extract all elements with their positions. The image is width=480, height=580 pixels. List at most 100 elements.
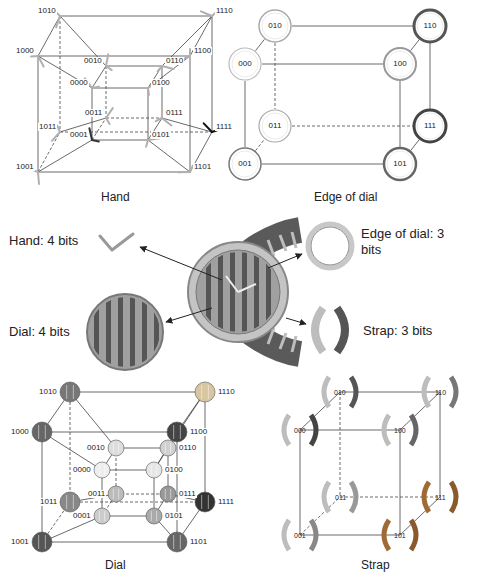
hypercube-edge bbox=[162, 66, 163, 118]
hypercube-edge bbox=[70, 392, 116, 448]
strap-glyph bbox=[324, 377, 329, 407]
vertex-label: 0000 bbox=[72, 466, 92, 474]
cube-edge bbox=[245, 81, 246, 147]
hypercube-edge bbox=[205, 392, 206, 502]
vertex-label: 1010 bbox=[38, 388, 58, 396]
strap-glyph bbox=[351, 482, 356, 512]
cube-edge bbox=[430, 43, 431, 109]
cube-edge bbox=[256, 139, 265, 150]
edge-ring-icon bbox=[311, 227, 349, 265]
vertex-label: 1101 bbox=[189, 538, 208, 546]
hand-glyph bbox=[92, 140, 99, 141]
dial-glyph bbox=[167, 532, 187, 552]
part-label: Hand: 4 bits bbox=[8, 233, 79, 249]
dial-edge-circle: 011 bbox=[257, 108, 293, 144]
vertex-label: 000 bbox=[293, 427, 307, 434]
dial-glyph-stripe bbox=[208, 495, 209, 509]
dial-glyph-stripe bbox=[104, 465, 105, 475]
hypercube-edge bbox=[162, 118, 212, 132]
hypercube-edge bbox=[38, 132, 60, 172]
circle-outline bbox=[232, 51, 258, 77]
dial-stripe bbox=[106, 290, 111, 374]
vertex-label: 100 bbox=[393, 60, 406, 68]
vertex-label: 0101 bbox=[164, 512, 184, 520]
strap-glyph bbox=[284, 520, 289, 550]
caption: Hand bbox=[100, 190, 131, 204]
vertex-label: 0011 bbox=[84, 109, 103, 117]
part-label: Edge of dial: 3 bits bbox=[360, 226, 462, 257]
cube-edge bbox=[300, 430, 301, 535]
dial-glyph-stripe bbox=[45, 535, 46, 549]
hand-glyph bbox=[56, 16, 60, 27]
dial-stripe bbox=[266, 250, 271, 340]
vertex-label: 1000 bbox=[10, 428, 30, 436]
dial-glyph-stripe bbox=[113, 443, 114, 453]
vertex-label: 110 bbox=[424, 22, 437, 30]
vertex-label: 111 bbox=[424, 122, 436, 130]
strap-glyph bbox=[411, 415, 416, 445]
hand-glyph bbox=[106, 108, 113, 118]
hand-glyph bbox=[162, 118, 171, 125]
cube-edge bbox=[400, 430, 401, 535]
hypercube-edge bbox=[212, 16, 213, 132]
hypercube-edge bbox=[70, 392, 205, 393]
dial-glyph-stripe bbox=[180, 425, 181, 439]
watch-case bbox=[188, 242, 288, 342]
hypercube-edge bbox=[162, 16, 212, 66]
vertex-label: 1110 bbox=[217, 388, 236, 396]
dial-glyph-stripe bbox=[151, 511, 152, 521]
hypercube-edge bbox=[42, 432, 43, 542]
strap-glyph bbox=[284, 415, 289, 445]
dial-glyph-stripe bbox=[170, 489, 171, 499]
dial-stripe bbox=[154, 290, 159, 374]
dial-edge-circle: 101 bbox=[382, 146, 418, 182]
vertex-label: 001 bbox=[293, 532, 307, 539]
dial-glyph-stripe bbox=[165, 489, 166, 499]
circle-outline bbox=[262, 13, 288, 39]
cube-edge bbox=[275, 43, 276, 109]
circle-outline bbox=[262, 113, 288, 139]
dial-glyph bbox=[32, 532, 52, 552]
hypercube-edge bbox=[190, 16, 212, 56]
dial-glyph bbox=[94, 462, 110, 478]
node-text-box: 100 bbox=[393, 60, 406, 68]
node-text-box: 011 bbox=[269, 122, 282, 130]
dial-glyph bbox=[146, 508, 162, 524]
hand-glyph bbox=[52, 132, 60, 141]
strap-glyph bbox=[311, 415, 316, 445]
dial-glyph-stripe bbox=[201, 385, 202, 399]
hand-glyph bbox=[89, 128, 92, 140]
circle-outline bbox=[232, 151, 258, 177]
hypercube-edge bbox=[106, 66, 107, 118]
hand-glyph bbox=[156, 118, 162, 121]
vertex-label: 0010 bbox=[86, 444, 106, 452]
dial-glyph bbox=[32, 422, 52, 442]
circle-outline bbox=[384, 48, 416, 80]
dial-glyph-stripe bbox=[113, 489, 114, 499]
dial-glyph-stripe bbox=[173, 535, 174, 549]
hand-glyph bbox=[37, 172, 40, 184]
vertex-label: 0110 bbox=[178, 444, 197, 452]
cube-edge bbox=[340, 392, 341, 497]
part-label: Strap: 3 bits bbox=[362, 323, 433, 339]
vertex-label: 110 bbox=[434, 389, 447, 396]
vertex-label: 011 bbox=[269, 122, 282, 130]
vertex-label: 1111 bbox=[217, 498, 235, 506]
dial-glyph-stripe bbox=[73, 385, 74, 399]
pointer-arrow bbox=[166, 308, 212, 322]
vertex-label: 0100 bbox=[151, 79, 171, 87]
hypercube-edge bbox=[38, 16, 60, 56]
hand-glyph bbox=[178, 171, 190, 173]
hypercube-edge bbox=[60, 16, 61, 132]
circle-outline bbox=[417, 113, 443, 139]
dial-stripe bbox=[254, 250, 259, 340]
hand-glyph bbox=[106, 66, 112, 70]
dial-glyph bbox=[60, 492, 80, 512]
dial-glyph bbox=[94, 508, 110, 524]
pointer-arrow bbox=[268, 254, 302, 268]
strap-icon bbox=[315, 308, 323, 352]
strap-glyph bbox=[384, 520, 389, 550]
cube-edge bbox=[292, 126, 413, 127]
strap-glyph bbox=[451, 377, 456, 407]
